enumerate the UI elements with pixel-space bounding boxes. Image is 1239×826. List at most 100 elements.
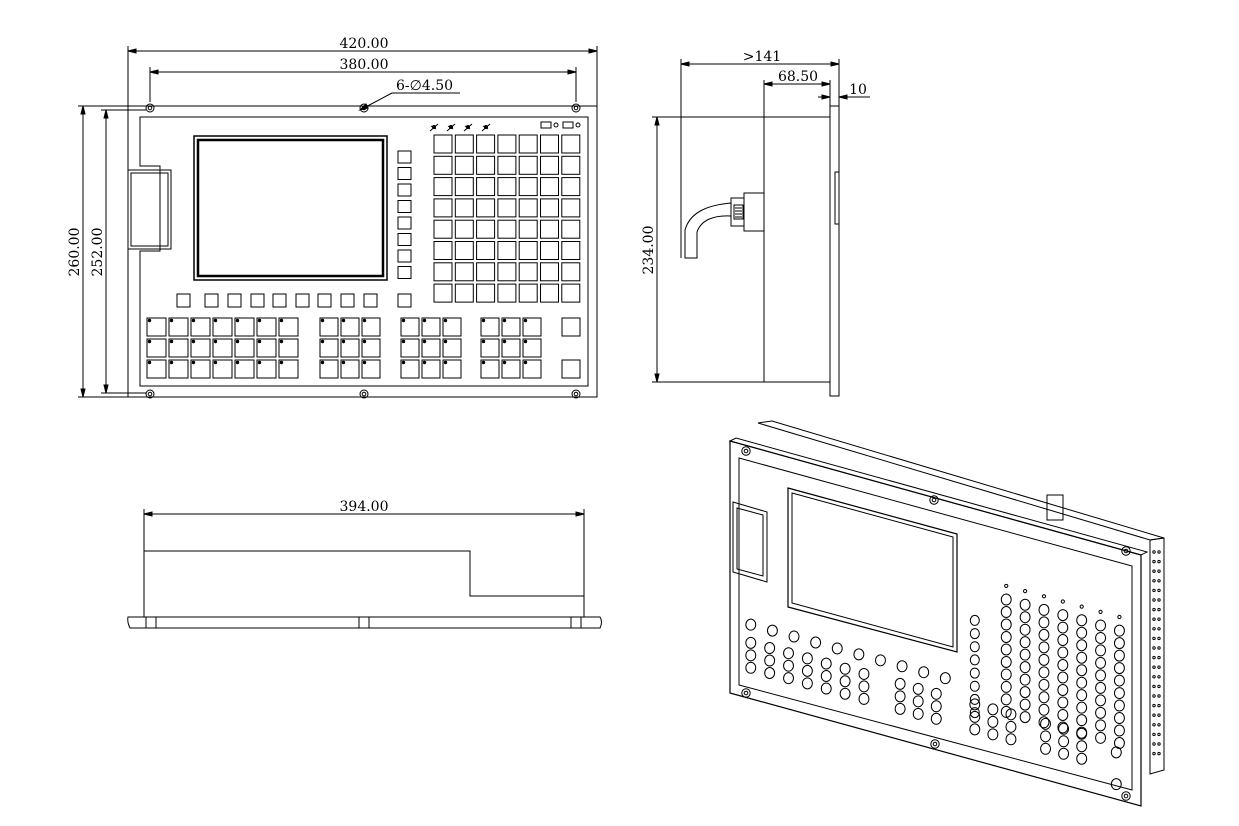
mounting-hole: [571, 389, 581, 399]
matrix-key: [454, 283, 474, 303]
iso-button: [858, 692, 870, 705]
iso-handle: [732, 501, 768, 583]
matrix-key: [561, 134, 581, 154]
matrix-key: [518, 155, 538, 175]
iso-button: [1110, 746, 1122, 759]
iso-button: [764, 642, 776, 655]
side-softkeys: [397, 150, 412, 279]
lower-key: [146, 317, 167, 337]
matrix-key: [497, 155, 517, 175]
iso-housing-top: [757, 420, 1165, 541]
iso-button: [801, 652, 813, 665]
lower-key: [442, 338, 462, 358]
iso-button: [1113, 699, 1125, 712]
lower-key: [234, 317, 255, 337]
matrix-key: [454, 155, 474, 175]
matrix-key: [561, 219, 581, 239]
bottom-softkeys: [176, 293, 412, 308]
iso-button: [853, 648, 865, 661]
iso-button: [1058, 722, 1070, 735]
matrix-key: [454, 262, 474, 282]
bottom-panel: [127, 616, 602, 629]
iso-button: [930, 687, 942, 700]
front-view: 420.00 380.00 6-∅4.50 260.00: [67, 36, 598, 399]
lower-key: [522, 359, 542, 379]
lower-key: [212, 317, 233, 337]
lower-key: [501, 317, 521, 337]
matrix-key: [518, 262, 538, 282]
handle-inner: [130, 172, 169, 247]
matrix-key: [433, 198, 453, 218]
iso-button: [745, 618, 757, 631]
iso-button: [894, 677, 906, 690]
lower-key: [190, 359, 211, 379]
iso-button: [1000, 705, 1012, 718]
iso-button: [839, 687, 851, 700]
dim-body-height: 234.00: [641, 116, 764, 383]
lower-key: [256, 359, 277, 379]
bottom-softkey: [340, 293, 355, 308]
mounting-hole: [145, 389, 155, 399]
matrix-key: [433, 155, 453, 175]
iso-button: [912, 695, 924, 708]
dim-mounting-holes-label: 6-∅4.50: [396, 78, 453, 94]
side-view: >141 68.50 10 234.00: [641, 49, 870, 397]
side-knob: [834, 171, 840, 225]
lower-key: [421, 338, 441, 358]
bottom-softkey: [295, 293, 310, 308]
dim-bottom-width: 394.00: [143, 499, 585, 617]
lower-key: [319, 317, 339, 337]
iso-indicator: [1098, 609, 1103, 614]
iso-button: [1005, 733, 1017, 746]
iso-button: [1038, 691, 1050, 704]
front-panel-outline: [127, 105, 598, 398]
iso-button: [1000, 643, 1012, 656]
iso-button: [1095, 694, 1107, 707]
lower-key: [501, 338, 521, 358]
iso-button: [1095, 619, 1107, 632]
iso-button: [788, 630, 800, 643]
iso-vent-grille: [1152, 550, 1161, 756]
matrix-key: [561, 262, 581, 282]
matrix-key: [497, 134, 517, 154]
lower-key: [421, 359, 441, 379]
lower-key: [480, 338, 500, 358]
matrix-key: [540, 155, 559, 175]
bottom-body: [143, 550, 585, 618]
iso-button: [1076, 626, 1088, 639]
lower-key: [340, 338, 360, 358]
matrix-key: [518, 134, 538, 154]
iso-button: [1057, 609, 1069, 622]
iso-button: [1019, 598, 1031, 611]
lower-key: [256, 317, 277, 337]
indicator-led: [432, 125, 436, 129]
iso-button: [1019, 648, 1031, 661]
iso-button: [1038, 716, 1050, 729]
iso-button: [894, 690, 906, 703]
iso-button: [1057, 708, 1069, 721]
matrix-key: [561, 198, 581, 218]
iso-button: [987, 715, 999, 728]
dim-hole-spacing-width-label: 380.00: [340, 57, 389, 73]
matrix-key: [433, 262, 453, 282]
iso-button: [969, 723, 981, 736]
iso-indicator: [1079, 604, 1084, 609]
matrix-key: [497, 262, 517, 282]
iso-button: [1000, 693, 1012, 706]
iso-button: [1076, 714, 1088, 727]
iso-button: [1000, 680, 1012, 693]
indicator-led: [466, 125, 470, 129]
iso-button: [1005, 708, 1017, 721]
matrix-key: [497, 241, 517, 260]
bottom-softkey: [204, 293, 219, 308]
iso-button: [1076, 727, 1088, 740]
iso-button: [969, 628, 980, 640]
iso-button: [1095, 656, 1107, 669]
iso-button: [1057, 659, 1069, 672]
iso-button: [1095, 719, 1107, 732]
lower-key: [501, 359, 521, 379]
matrix-key: [518, 198, 538, 218]
iso-button: [1000, 668, 1012, 681]
mounting-holes: [145, 103, 581, 399]
indicator-row: [429, 121, 581, 132]
